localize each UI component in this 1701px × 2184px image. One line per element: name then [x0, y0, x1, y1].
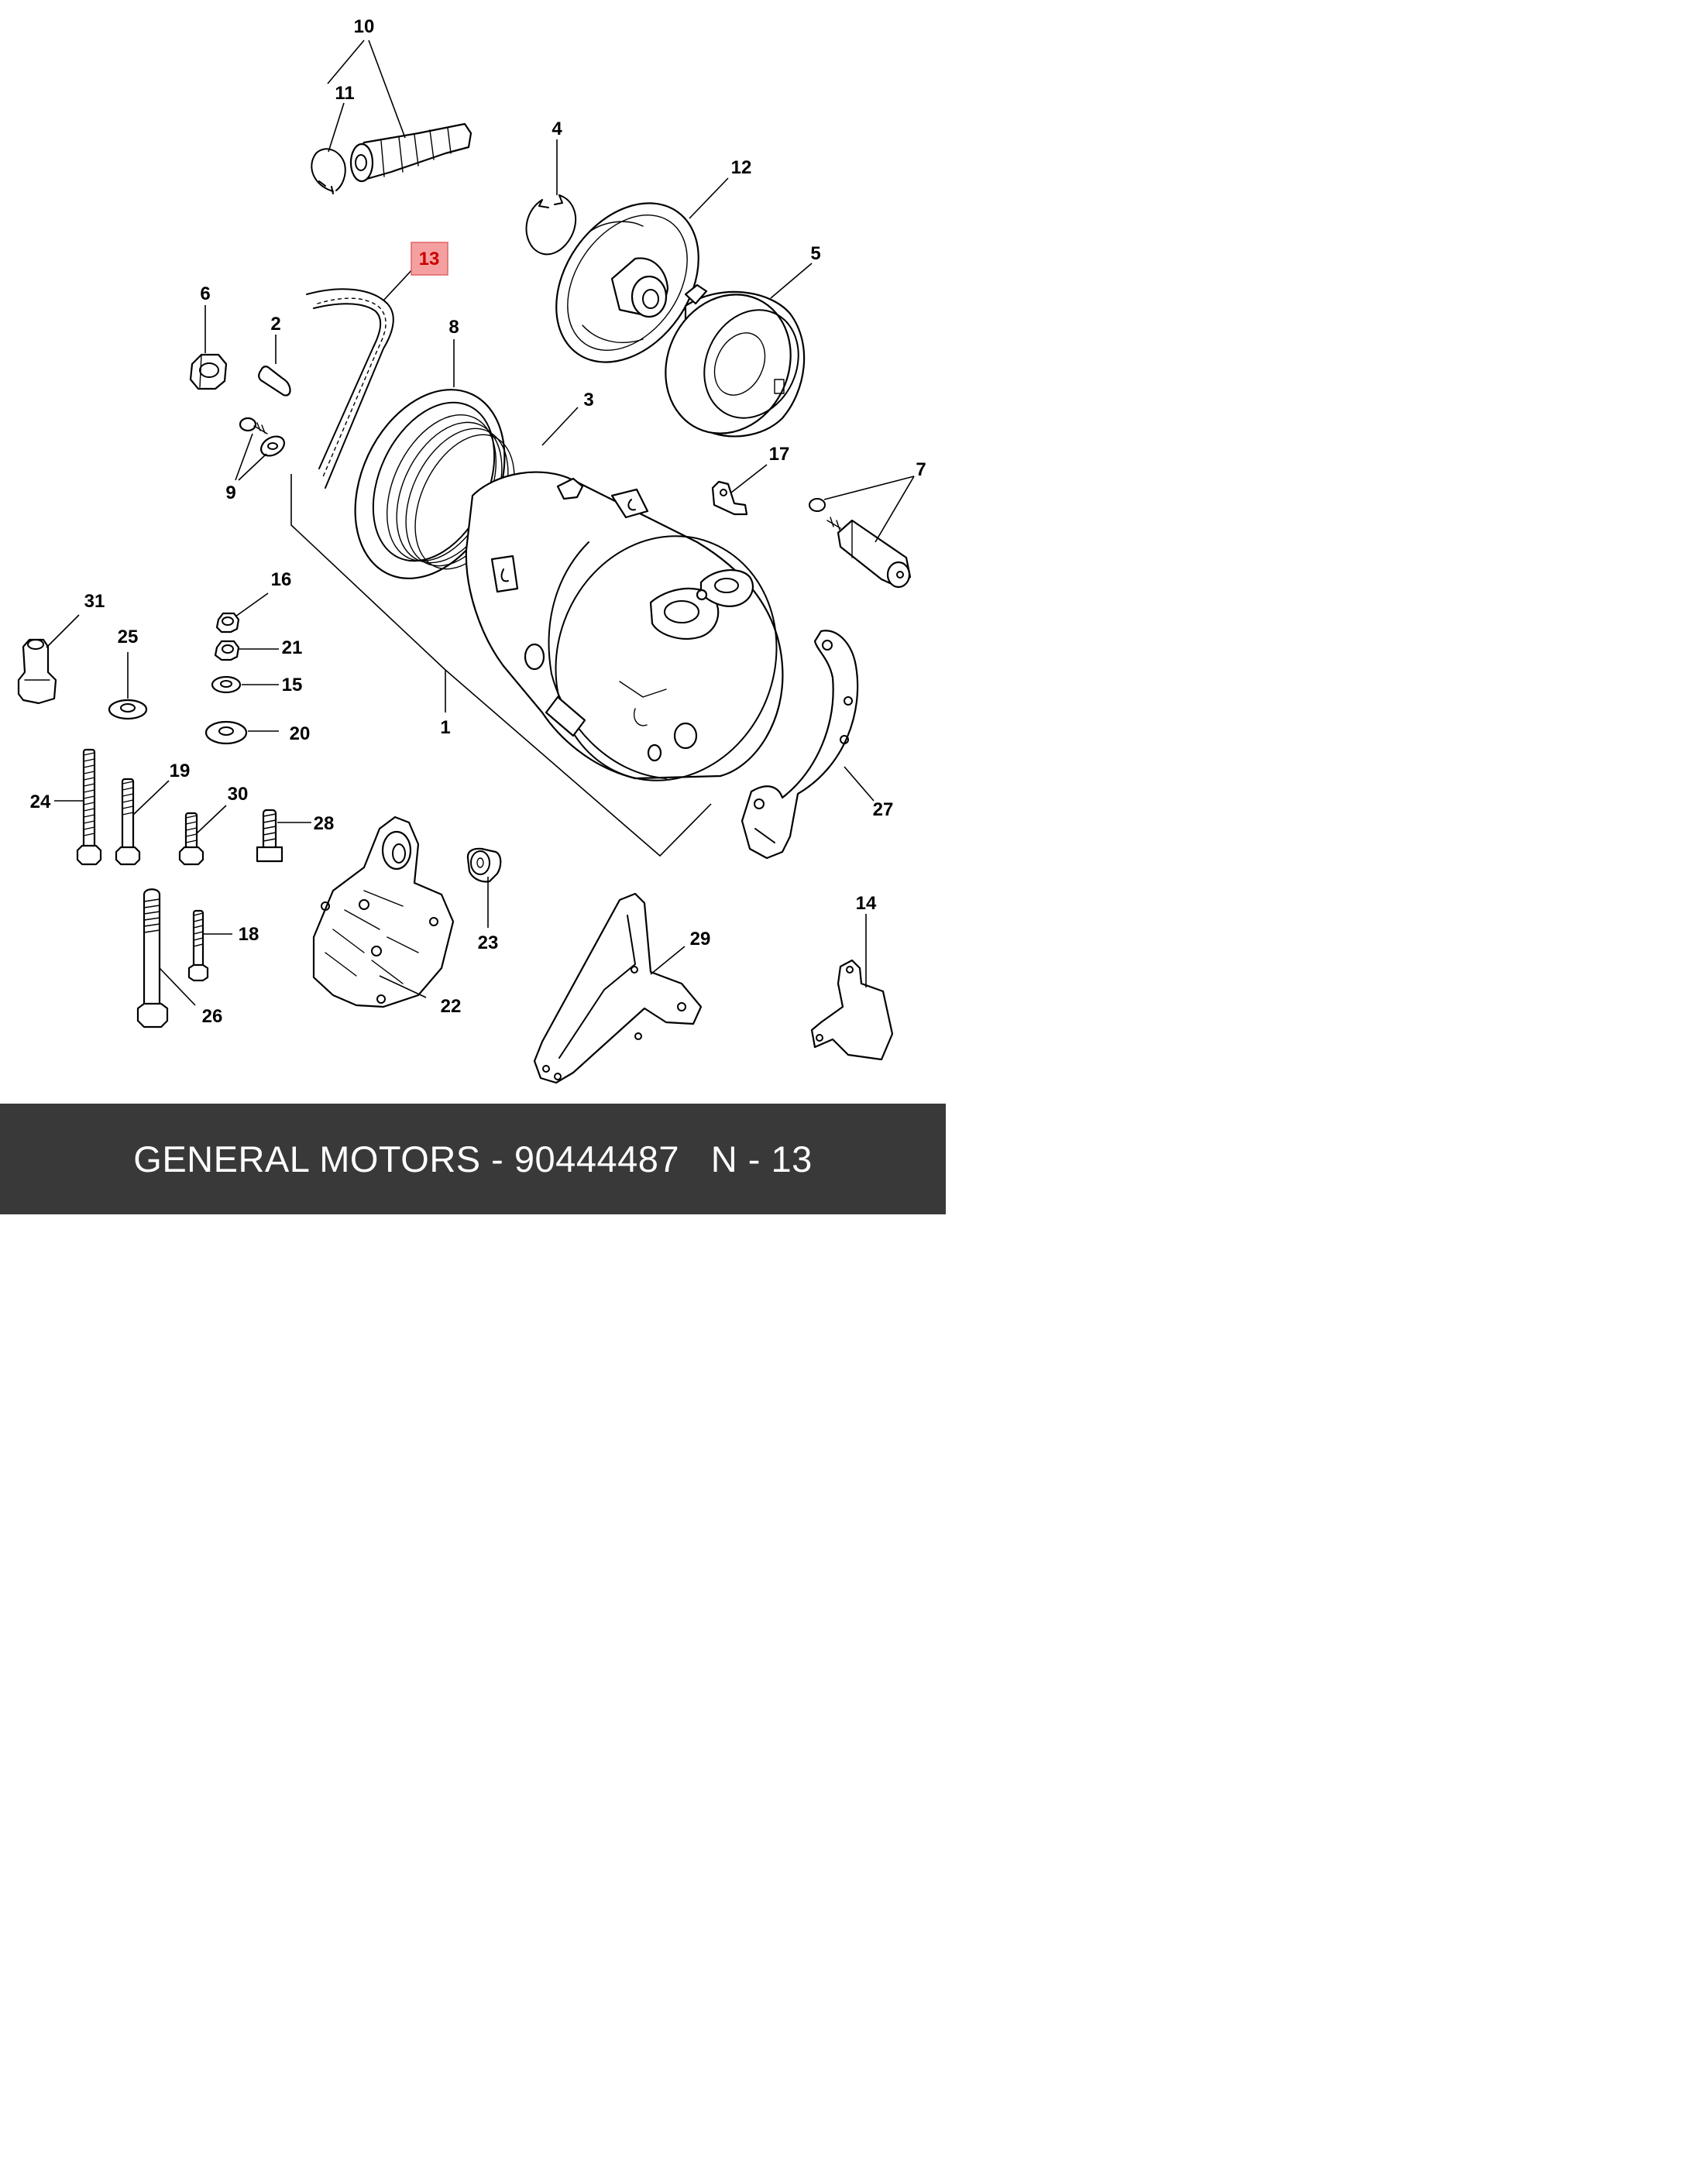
control-valve-drawing — [349, 122, 472, 183]
callout-1: 1 — [440, 717, 450, 738]
callout-8: 8 — [448, 317, 459, 338]
callout-4: 4 — [552, 118, 562, 139]
brand-name: GENERAL MOTORS — [133, 1138, 481, 1180]
nut-21-drawing — [214, 640, 240, 661]
exploded-parts-diagram: 10 11 4 12 13 5 6 2 8 3 17 7 9 16 31 25 … — [0, 0, 946, 1104]
washer-20-drawing — [204, 720, 248, 745]
callout-6: 6 — [200, 283, 210, 304]
callout-28: 28 — [314, 813, 335, 834]
callout-7: 7 — [916, 459, 926, 480]
callout-2: 2 — [270, 314, 280, 335]
bolt-19-drawing — [115, 778, 141, 866]
pin-drawing — [258, 366, 291, 397]
position-prefix: N - — [710, 1138, 771, 1180]
callout-27: 27 — [873, 799, 894, 820]
small-bracket-drawing — [711, 480, 748, 516]
callout-10: 10 — [354, 16, 375, 37]
pressure-switch-drawing — [809, 498, 912, 589]
callout-18: 18 — [239, 924, 259, 945]
washer-25-drawing — [108, 699, 148, 720]
callout-16: 16 — [271, 569, 292, 590]
callout-labels: 10 11 4 12 13 5 6 2 8 3 17 7 9 16 31 25 … — [30, 16, 926, 1027]
callout-24: 24 — [30, 792, 51, 812]
screw-washer-drawing — [239, 417, 286, 457]
bolt-28-drawing — [256, 809, 284, 863]
footer-caption: GENERAL MOTORS - 90444487 N - 13 — [133, 1138, 812, 1180]
callout-11: 11 — [335, 83, 354, 104]
callout-30: 30 — [228, 784, 249, 805]
spacer — [679, 1138, 711, 1180]
mount-bracket-drawing — [810, 959, 894, 1061]
callout-5: 5 — [810, 243, 820, 264]
valve-circlip-drawing — [311, 148, 346, 194]
nut-16-drawing — [215, 612, 240, 634]
curved-bracket-drawing — [741, 630, 859, 860]
nut-drawing — [189, 353, 228, 390]
bolt-18-drawing — [187, 909, 209, 982]
callout-31: 31 — [84, 591, 105, 612]
callout-3: 3 — [583, 390, 593, 410]
callout-13: 13 — [419, 249, 440, 270]
callout-14: 14 — [856, 893, 877, 914]
bolt-30-drawing — [178, 812, 204, 866]
callout-20: 20 — [290, 723, 311, 744]
rubber-bushing-drawing — [466, 847, 502, 883]
callout-15: 15 — [282, 675, 303, 695]
footer-bar: GENERAL MOTORS - 90444487 N - 13 — [0, 1104, 946, 1214]
clutch-plate-drawing — [555, 202, 699, 363]
callout-12: 12 — [731, 157, 752, 178]
bolt-26-drawing — [136, 888, 169, 1028]
callout-22: 22 — [441, 996, 462, 1017]
compressor-mounting-bracket-drawing — [312, 816, 455, 1008]
compressor-body-drawing — [465, 471, 784, 781]
bolt-24-drawing — [76, 748, 102, 866]
callout-9: 9 — [225, 482, 235, 503]
drive-belt-drawing — [306, 288, 394, 489]
callout-17: 17 — [769, 444, 790, 465]
callout-23: 23 — [478, 932, 499, 953]
part-number: 90444487 — [514, 1138, 680, 1180]
spacer-nut-31-drawing — [17, 638, 57, 705]
callout-19: 19 — [170, 761, 191, 781]
position-number: 13 — [771, 1138, 813, 1180]
callout-21: 21 — [282, 637, 303, 658]
callout-26: 26 — [202, 1006, 223, 1027]
callout-29: 29 — [690, 929, 711, 949]
highlight-box — [411, 242, 448, 276]
support-bracket-drawing — [533, 892, 703, 1084]
clutch-coil-drawing — [665, 283, 806, 438]
washer-15-drawing — [211, 675, 242, 694]
callout-25: 25 — [118, 627, 139, 647]
separator: - — [480, 1138, 514, 1180]
snap-ring-drawing — [525, 194, 577, 256]
